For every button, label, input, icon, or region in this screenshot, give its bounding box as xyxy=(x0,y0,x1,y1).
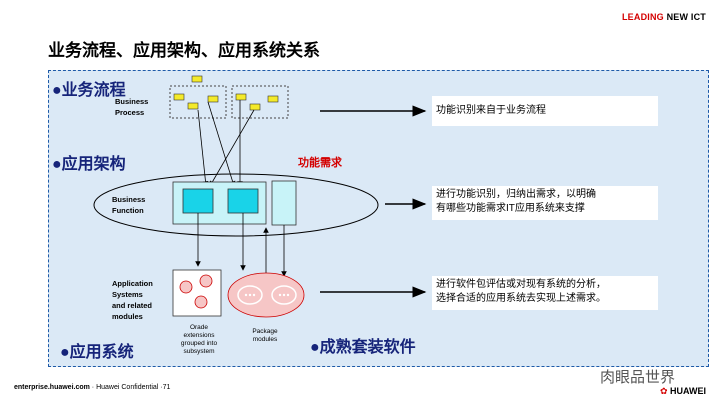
package-caption: Package modules xyxy=(252,328,278,343)
note-function-identification: 进行功能识别，归纳出需求，以明确 有哪些功能需求IT应用系统来支撑 xyxy=(432,186,658,220)
huawei-logo-text: HUAWEI xyxy=(670,386,706,396)
process-step xyxy=(173,93,185,101)
note-function-source: 功能识别来自于业务流程 xyxy=(432,96,658,126)
package-modules xyxy=(227,272,305,318)
application-systems-label: Application Systems and related modules xyxy=(112,279,153,321)
process-step xyxy=(235,93,247,101)
process-step xyxy=(187,102,199,110)
section-business-process: ●业务流程 xyxy=(52,82,126,99)
function-box-side xyxy=(271,180,297,226)
brand-rest: NEW ICT xyxy=(666,12,706,22)
process-step xyxy=(267,95,279,103)
process-group-right xyxy=(231,85,289,119)
brand-leading: LEADING xyxy=(621,12,664,22)
oracle-caption: Orade extensions grouped into subsystem xyxy=(180,324,218,355)
huawei-flower-icon: ✿ xyxy=(659,386,668,396)
section-application-architecture: ●应用架构 xyxy=(52,156,126,173)
section-package-software: ●成熟套装软件 xyxy=(310,339,416,356)
business-process-label: Business Process xyxy=(115,97,149,117)
footer: enterprise.huawei.com · Huawei Confident… xyxy=(14,384,170,391)
watermark: 肉眼品世界 xyxy=(600,369,676,386)
brand-tagline: LEADING NEW ICT xyxy=(622,12,706,22)
footer-site: enterprise.huawei.com xyxy=(14,384,90,391)
process-step xyxy=(249,103,261,111)
note-package-evaluation: 进行软件包评估或对现有系统的分析， 选择合适的应用系统去实现上述需求。 xyxy=(432,276,658,310)
functional-requirement-label: 功能需求 xyxy=(298,157,342,169)
oracle-subsystem xyxy=(172,269,222,317)
function-box xyxy=(227,188,259,214)
section-application-system: ●应用系统 xyxy=(60,344,134,361)
architecture-ellipse xyxy=(93,173,379,237)
page-title: 业务流程、应用架构、应用系统关系 xyxy=(48,41,320,60)
process-step xyxy=(191,75,203,83)
business-function-label: Business Function xyxy=(112,195,146,215)
huawei-logo: ✿ HUAWEI xyxy=(660,386,706,397)
process-group-left xyxy=(169,85,227,119)
function-box xyxy=(182,188,214,214)
process-step xyxy=(207,95,219,103)
footer-confidential: · Huawei Confidential ·71 xyxy=(89,384,171,391)
